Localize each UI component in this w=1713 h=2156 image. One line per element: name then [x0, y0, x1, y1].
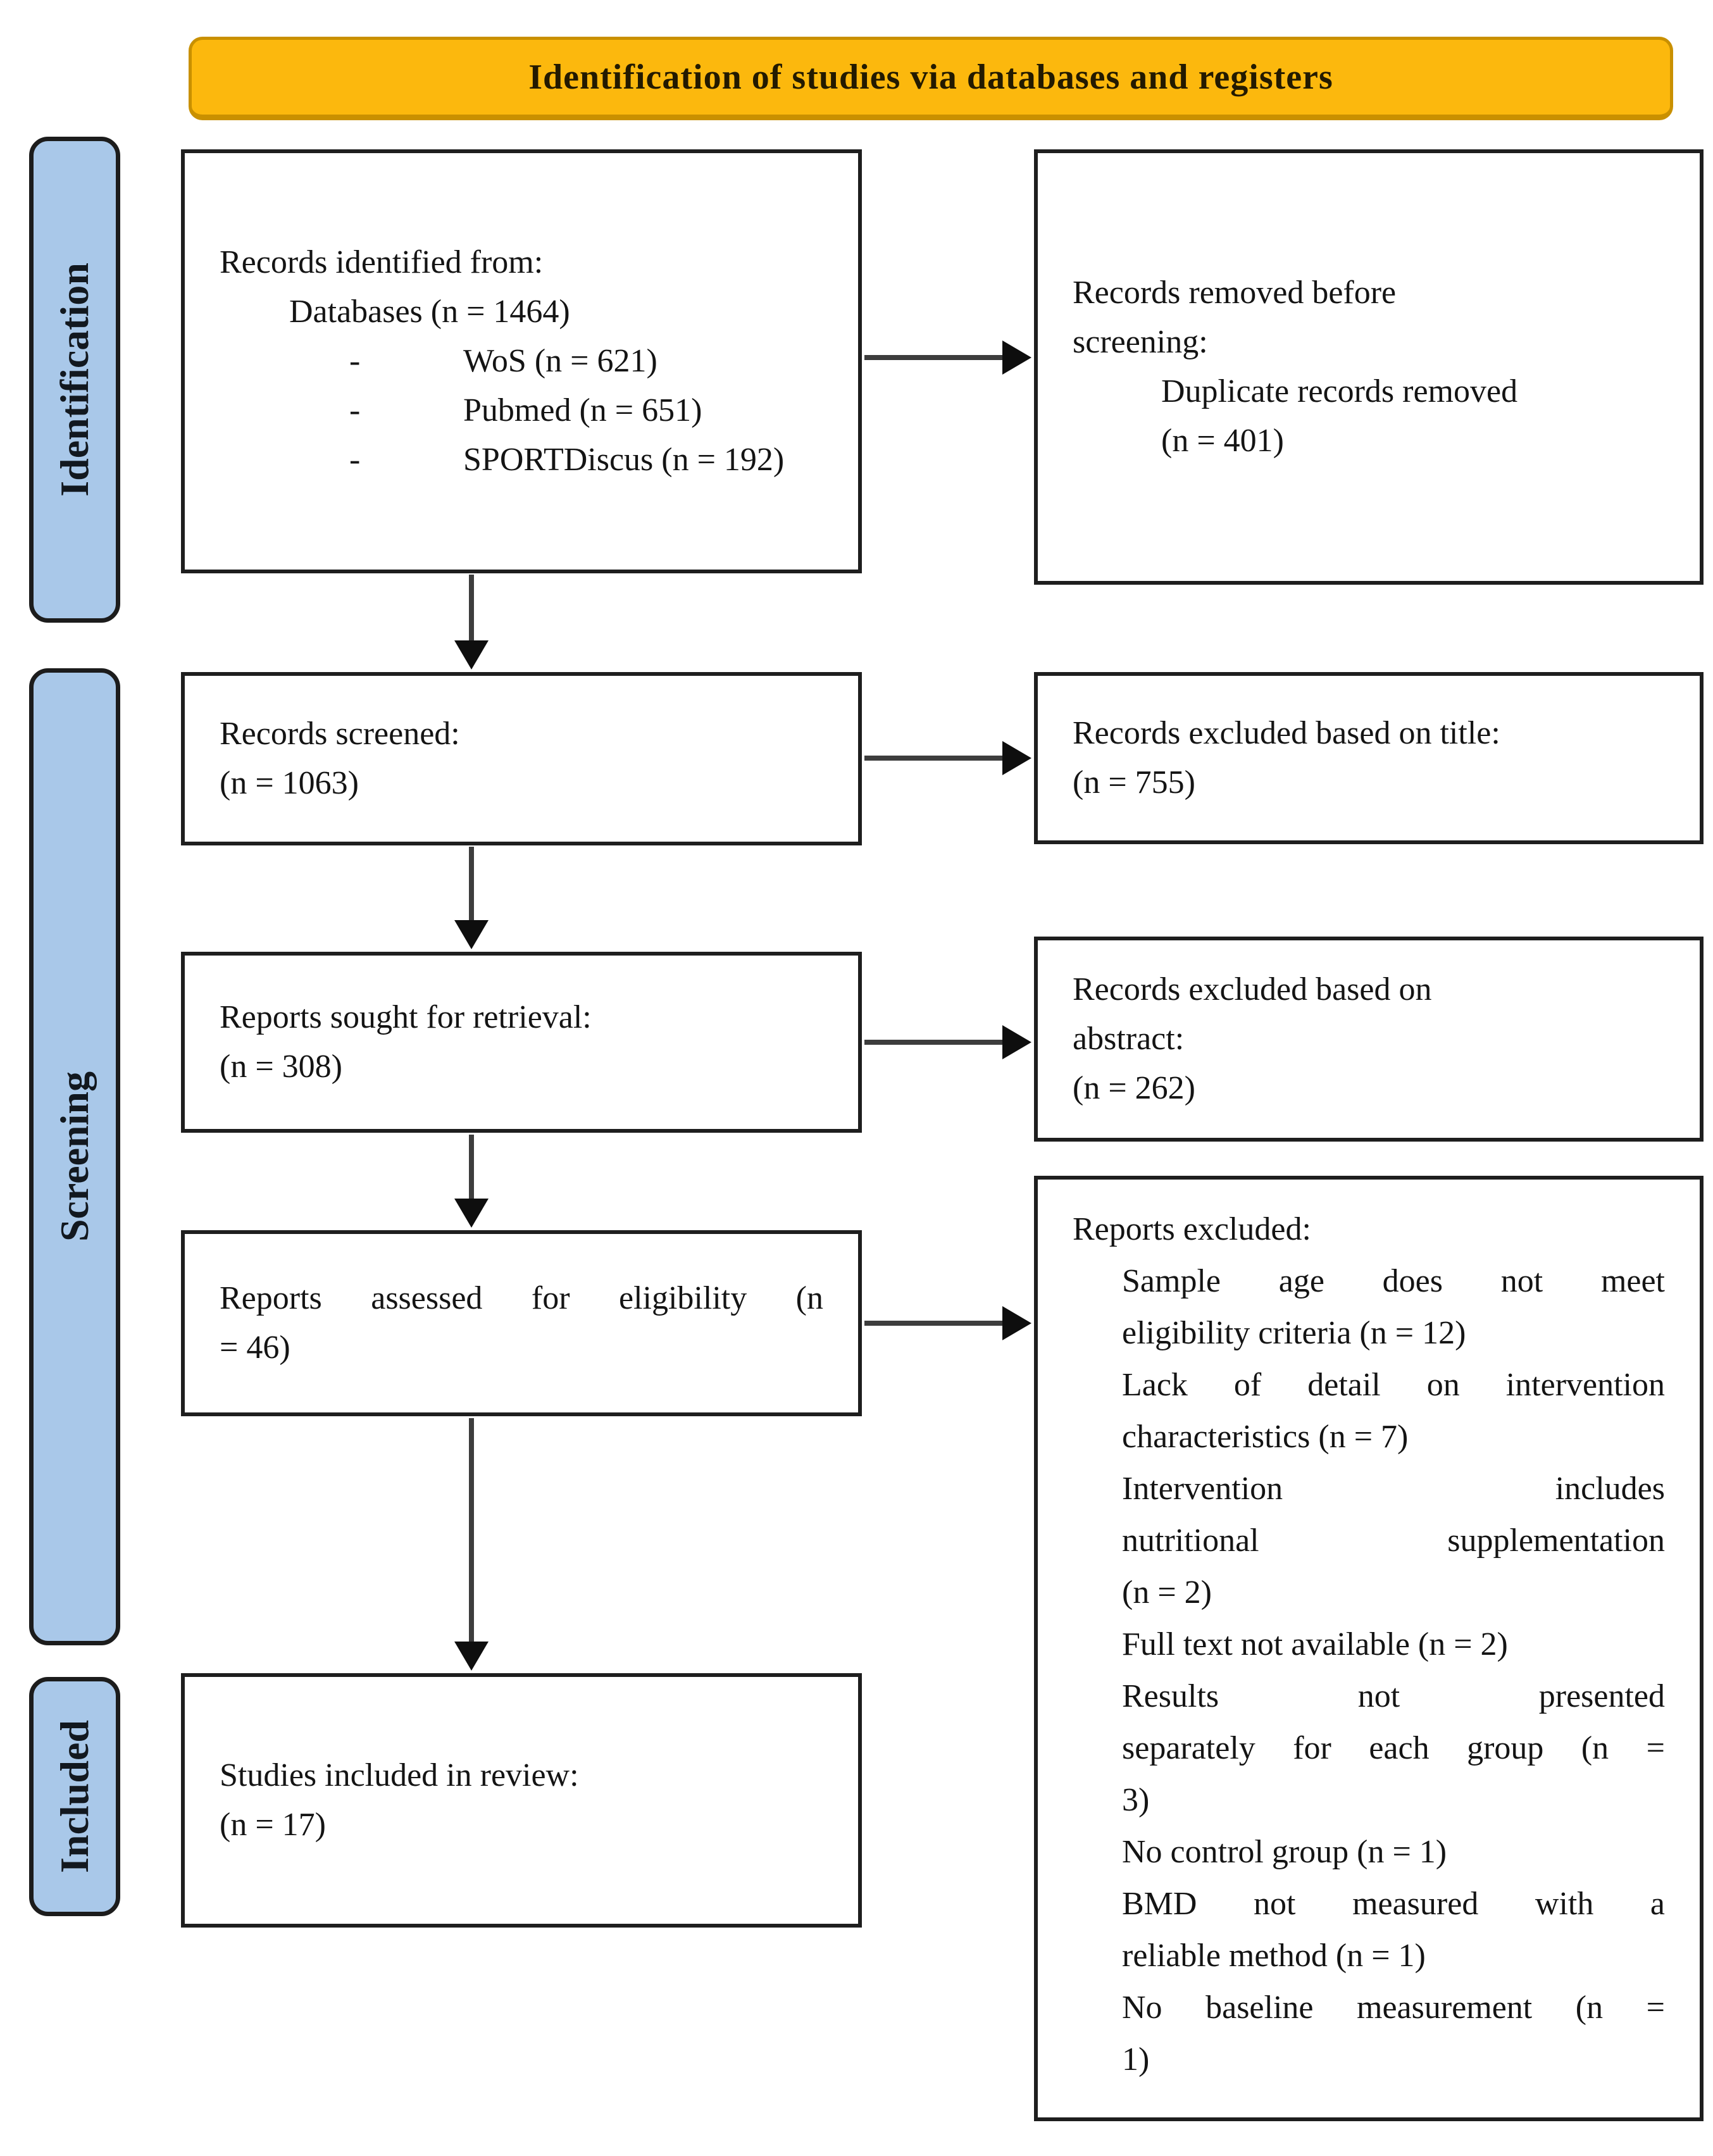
- box-line: reliable method (n = 1): [1122, 1938, 1426, 1974]
- stage-identification: Identification: [29, 137, 120, 623]
- arrow-identified-to-screened: [454, 575, 489, 670]
- box-records-screened: Records screened: (n = 1063): [181, 672, 862, 845]
- stage-included-label: Included: [52, 1720, 97, 1873]
- dash-bullet: -: [349, 442, 361, 478]
- arrow-down-icon: [454, 640, 489, 670]
- box-line-text: SPORTDiscus (n = 192): [463, 442, 785, 478]
- box-line-text: WoS (n = 621): [463, 343, 657, 379]
- box-line: (n = 2): [1122, 1574, 1212, 1611]
- arrow-right-icon: [1002, 1306, 1031, 1340]
- box-line: Records excluded based on: [1073, 971, 1432, 1007]
- box-line: = 46): [220, 1330, 290, 1366]
- box-line: Studies included in review:: [220, 1757, 579, 1793]
- box-line: characteristics (n = 7): [1122, 1419, 1409, 1455]
- arrow-shaft: [469, 1418, 474, 1642]
- box-line: BMD not measured with a: [1122, 1886, 1665, 1922]
- box-records-identified: Records identified from: Databases (n = 1…: [181, 149, 862, 573]
- stage-identification-label: Identification: [52, 263, 97, 497]
- arrow-screened-to-sought: [454, 847, 489, 949]
- box-line: Records identified from:: [220, 244, 544, 280]
- box-line: separately for each group (n =: [1122, 1730, 1665, 1766]
- arrow-sought-to-assessed: [454, 1135, 489, 1228]
- stage-screening-label: Screening: [52, 1071, 97, 1242]
- box-line: Results not presented: [1122, 1678, 1665, 1714]
- arrow-down-icon: [454, 920, 489, 949]
- box-line: (n = 755): [1073, 764, 1195, 801]
- box-records-excluded-title: Records excluded based on title: (n = 755…: [1034, 672, 1704, 844]
- box-line: Duplicate records removed: [1161, 373, 1518, 409]
- title-banner: Identification of studies via databases …: [189, 37, 1673, 120]
- stage-screening: Screening: [29, 668, 120, 1645]
- box-line: (n = 262): [1073, 1070, 1195, 1106]
- box-line-text: Pubmed (n = 651): [463, 392, 702, 428]
- arrow-shaft: [864, 355, 1002, 360]
- box-line: (n = 401): [1161, 423, 1284, 459]
- box-line: Databases (n = 1464): [289, 294, 570, 330]
- box-line: 1): [1122, 2041, 1150, 2078]
- dash-bullet: -: [349, 343, 361, 379]
- box-line: Full text not available (n = 2): [1122, 1626, 1508, 1662]
- box-line: 3): [1122, 1782, 1150, 1818]
- box-line: - Pubmed (n = 651): [220, 386, 823, 435]
- box-line: screening:: [1073, 324, 1208, 360]
- arrow-identified-to-removed: [864, 340, 1031, 375]
- box-line: eligibility criteria (n = 12): [1122, 1315, 1466, 1351]
- box-studies-included: Studies included in review: (n = 17): [181, 1673, 862, 1928]
- box-reports-sought: Reports sought for retrieval: (n = 308): [181, 952, 862, 1133]
- box-line: Records screened:: [220, 716, 460, 752]
- box-line: Reports sought for retrieval:: [220, 999, 592, 1035]
- arrow-sought-to-excluded-abstract: [864, 1025, 1031, 1060]
- arrow-shaft: [469, 575, 474, 640]
- arrow-shaft: [864, 1321, 1002, 1326]
- box-line: - WoS (n = 621): [220, 337, 823, 386]
- banner-title: Identification of studies via databases …: [528, 58, 1333, 97]
- box-line: Lack of detail on intervention: [1122, 1367, 1665, 1403]
- box-records-excluded-abstract: Records excluded based on abstract: (n = 2…: [1034, 937, 1704, 1142]
- box-line: Records excluded based on title:: [1073, 715, 1500, 751]
- box-reports-assessed: Reports assessed for eligibility (n = 46): [181, 1230, 862, 1416]
- arrow-right-icon: [1002, 741, 1031, 775]
- arrow-right-icon: [1002, 340, 1031, 375]
- arrow-assessed-to-reports-excluded: [864, 1305, 1031, 1341]
- box-line: (n = 308): [220, 1049, 342, 1085]
- box-line: No baseline measurement (n =: [1122, 1990, 1665, 2026]
- arrow-down-icon: [454, 1642, 489, 1671]
- box-line: (n = 1063): [220, 765, 359, 801]
- arrow-assessed-to-included: [454, 1418, 489, 1671]
- arrow-right-icon: [1002, 1025, 1031, 1059]
- box-line: (n = 17): [220, 1807, 326, 1843]
- box-line: No control group (n = 1): [1122, 1834, 1447, 1870]
- stage-included: Included: [29, 1677, 120, 1916]
- arrow-screened-to-excluded-title: [864, 740, 1031, 776]
- box-line: abstract:: [1073, 1021, 1185, 1057]
- box-line: Reports assessed for eligibility (n: [220, 1280, 823, 1316]
- box-line: - SPORTDiscus (n = 192): [220, 435, 823, 485]
- arrow-shaft: [864, 756, 1002, 761]
- arrow-shaft: [469, 1135, 474, 1199]
- box-reports-excluded: Reports excluded: Sample age does not mee…: [1034, 1176, 1704, 2121]
- box-line: Records removed before: [1073, 275, 1397, 311]
- dash-bullet: -: [349, 392, 361, 428]
- box-line: nutritional supplementation: [1122, 1523, 1665, 1559]
- box-records-removed: Records removed before screening: Duplicat…: [1034, 149, 1704, 585]
- arrow-shaft: [864, 1040, 1002, 1045]
- arrow-shaft: [469, 847, 474, 920]
- box-line: Intervention includes: [1122, 1471, 1665, 1507]
- arrow-down-icon: [454, 1199, 489, 1228]
- box-line: Sample age does not meet: [1122, 1263, 1665, 1299]
- box-line: Reports excluded:: [1073, 1211, 1311, 1247]
